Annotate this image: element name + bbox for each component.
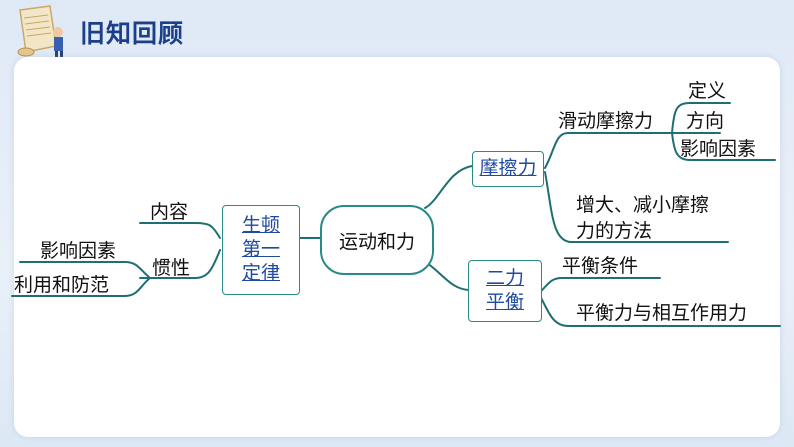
- node-content: 内容: [150, 201, 189, 223]
- friction-box[interactable]: 摩擦力: [472, 151, 544, 187]
- scroll-icon: [17, 5, 63, 59]
- node-change-friction-line2: 力的方法: [576, 220, 653, 242]
- page-title: 旧知回顾: [80, 19, 185, 48]
- node-inertia: 惯性: [152, 257, 191, 279]
- newton-first-law-box[interactable]: 生顿 第一 定律: [222, 205, 300, 295]
- newton-line-2[interactable]: 第一: [241, 238, 280, 261]
- node-inertia-factors: 影响因素: [40, 240, 117, 262]
- balance-line-1[interactable]: 二力: [485, 267, 524, 290]
- header: 旧知回顾: [0, 0, 794, 60]
- node-sliding-friction: 滑动摩擦力: [558, 110, 654, 132]
- node-direction: 方向: [686, 110, 725, 132]
- node-change-friction-line1: 增大、减小摩擦: [576, 194, 710, 216]
- center-node: 运动和力: [320, 205, 434, 275]
- node-friction-factors: 影响因素: [680, 138, 757, 160]
- friction-label[interactable]: 摩擦力: [479, 157, 537, 180]
- balance-line-2[interactable]: 平衡: [485, 291, 524, 313]
- newton-line-1[interactable]: 生顿: [241, 214, 280, 237]
- node-definition: 定义: [688, 80, 727, 102]
- node-balance-vs-interaction: 平衡力与相互作用力: [576, 302, 748, 324]
- node-balance-condition: 平衡条件: [562, 255, 639, 277]
- two-force-balance-box[interactable]: 二力 平衡: [468, 260, 542, 322]
- node-use-and-prevent: 利用和防范: [14, 274, 110, 296]
- newton-line-3[interactable]: 定律: [241, 261, 280, 284]
